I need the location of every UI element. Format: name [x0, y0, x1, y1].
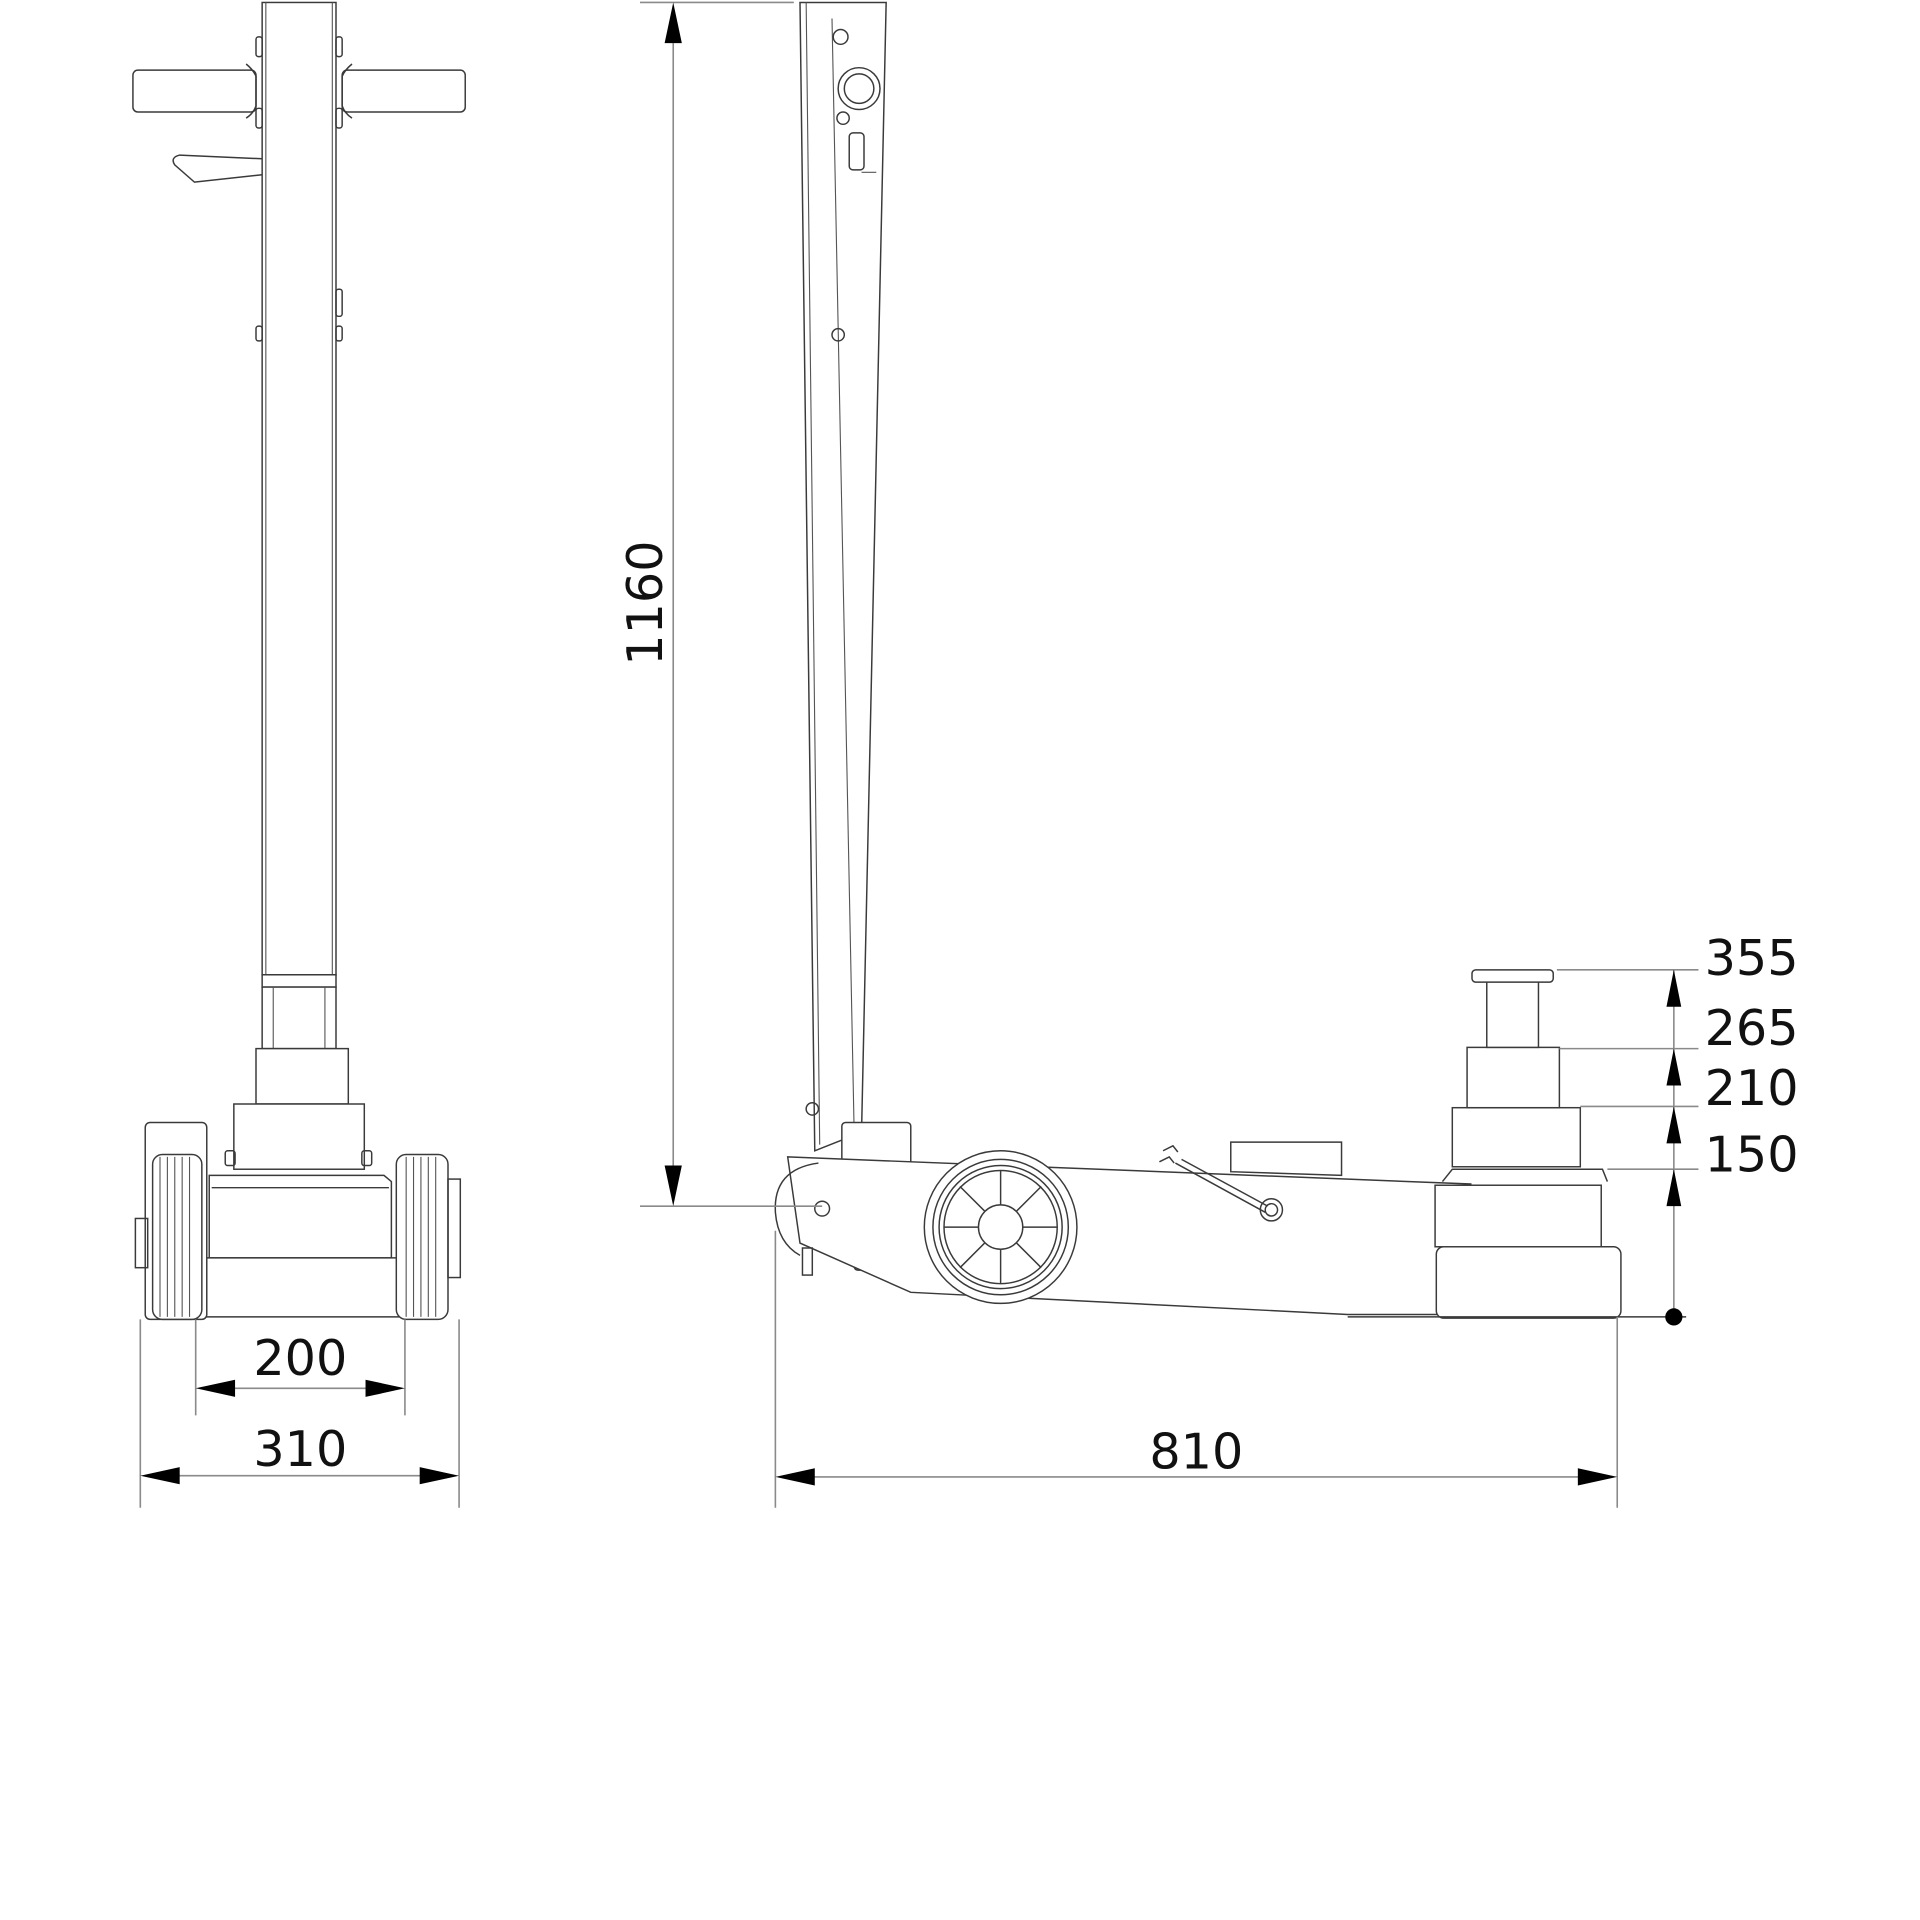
chassis-frame [786, 1156, 1472, 1316]
side-wheel [923, 1150, 1078, 1305]
handle-column [261, 1, 337, 976]
dimension-label-310: 310 [253, 1420, 347, 1478]
dimension-handle-height: 1160 [616, 1, 823, 1207]
left-wheel [134, 1121, 208, 1321]
lift-cylinder [1434, 969, 1622, 1319]
side-handle [799, 1, 887, 1152]
release-lever [1175, 1162, 1266, 1213]
front-view: 200 310 [132, 1, 466, 1508]
dimension-overall-width: 310 [139, 1319, 460, 1508]
dimension-overall-length: 810 [774, 1230, 1619, 1508]
dimension-label-265: 265 [1705, 999, 1799, 1057]
side-view: 1160 810 355 265 210 150 [616, 1, 1799, 1508]
dimension-label-150: 150 [1705, 1126, 1799, 1184]
handle-grips [132, 63, 466, 119]
dimension-label-355: 355 [1705, 929, 1799, 987]
right-wheel [395, 1153, 462, 1321]
dimension-label-210: 210 [1705, 1059, 1799, 1117]
dimension-label-1160: 1160 [616, 540, 674, 665]
air-valve-knob [837, 66, 881, 111]
dimension-label-200: 200 [253, 1329, 347, 1387]
dimension-label-810: 810 [1149, 1422, 1243, 1480]
dimension-inner-width: 200 [194, 1319, 406, 1416]
dimension-lift-stages: 355 265 210 150 [1556, 929, 1799, 1326]
foot-pedal [172, 154, 263, 183]
